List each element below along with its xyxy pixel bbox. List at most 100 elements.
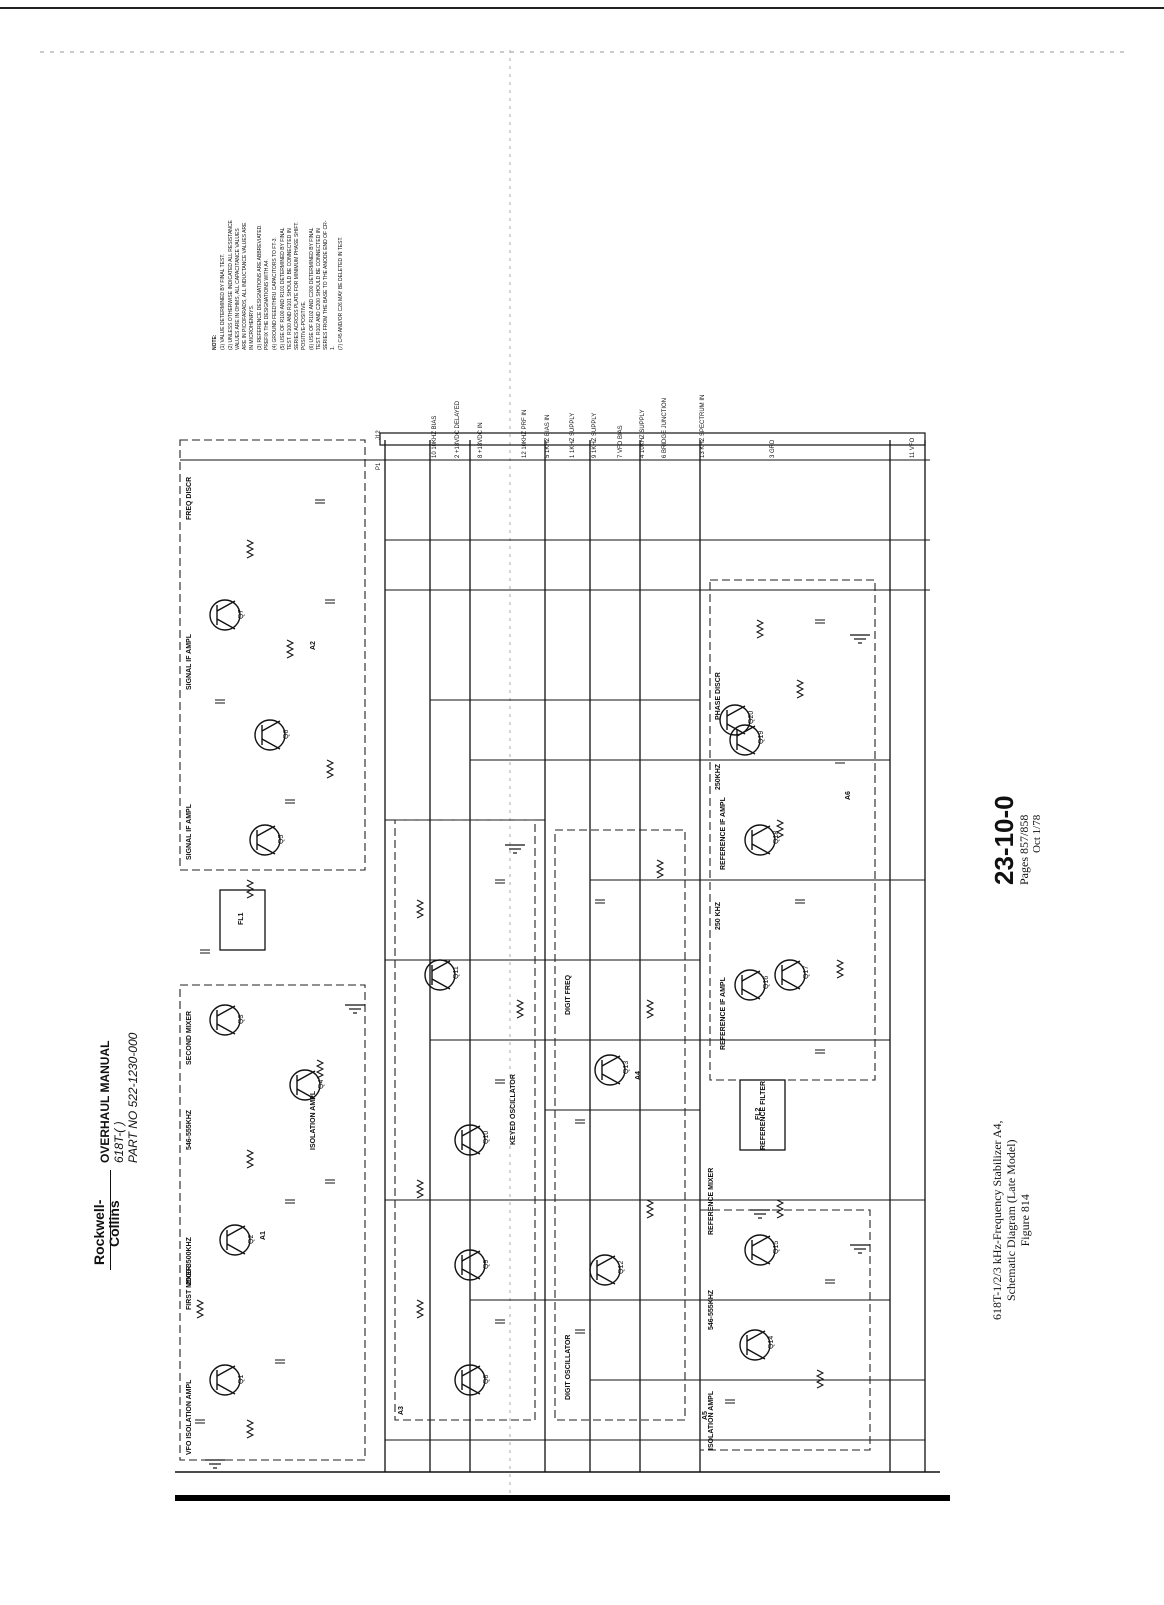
board-a5-outline xyxy=(699,1209,871,1451)
brand-divider xyxy=(110,1170,111,1270)
ground-symbol xyxy=(850,634,870,644)
transistor-label: Q8 xyxy=(483,1375,490,1384)
transistor-label: Q13 xyxy=(623,1061,630,1074)
ground-symbol xyxy=(505,844,525,854)
block-label-isolation-amp-a5: ISOLATION AMPL xyxy=(708,1390,715,1450)
board-a4-outline xyxy=(554,829,686,1421)
figure-caption: 618T-1/2/3 kHz-Frequency Stabilizer A4, … xyxy=(990,1120,1032,1320)
transistor: Q17 xyxy=(774,959,810,991)
pin-label: +18VDC IN xyxy=(478,422,484,453)
section-number: 23-10-0 xyxy=(989,795,1019,885)
block-label-ref-if-2: REFERENCE IF AMPL xyxy=(720,797,727,870)
transistor: Q11 xyxy=(424,959,460,991)
transistor: Q12 xyxy=(589,1254,625,1286)
block-label-freq-250: 250 KHZ xyxy=(715,901,722,930)
ref-filter-box xyxy=(739,1079,786,1151)
note-item: (5) USE OF R100 AND R101 DETERMINED BY F… xyxy=(280,221,307,350)
pin-number: 2 xyxy=(455,452,461,458)
block-label-board-a3: A3 xyxy=(398,1406,405,1415)
connector-pin: 6 BRIDGE JUNCTION xyxy=(662,398,668,458)
resistor xyxy=(245,1149,255,1169)
connector-pin: 13 KHZ SPECTRUM IN xyxy=(700,395,706,458)
board-a1-outline xyxy=(179,984,366,1461)
pin-label: VFO xyxy=(910,437,916,451)
connector-label: J12 xyxy=(376,430,382,440)
pin-label: 10KHZ BIAS xyxy=(432,415,438,450)
block-label-freq-546: 546-555KHZ xyxy=(708,1289,715,1330)
resistor xyxy=(245,879,255,899)
ground-symbol xyxy=(205,1459,225,1469)
transistor-group: Q1Q2Q3Q4Q5Q6Q7Q8Q9Q10Q11Q12Q13Q14Q15Q16Q… xyxy=(209,599,810,1396)
connector-pin: 3 GRD xyxy=(770,440,776,458)
board-outlines xyxy=(179,439,876,1461)
pin-label: 1KHZ SUPPLY xyxy=(570,412,576,453)
transistor: Q10 xyxy=(454,1124,490,1156)
block-label-fl2: FL2 xyxy=(755,1107,762,1120)
page-reference: 23-10-0 Pages 857/858 Oct 1/78 xyxy=(989,795,1044,885)
fl1-box xyxy=(219,889,266,951)
block-label-signal-if-2: SIGNAL IF AMPL xyxy=(186,634,193,690)
connector-strip xyxy=(379,432,926,446)
transistor: Q5 xyxy=(249,824,285,856)
resistor xyxy=(755,619,765,639)
resistor xyxy=(415,1299,425,1319)
transistor-label: Q5 xyxy=(278,835,285,844)
resistor xyxy=(775,1199,785,1219)
transistor-label: Q1 xyxy=(238,1375,245,1384)
pin-number: 12 xyxy=(522,449,528,458)
block-label-second-mixer: SECOND MIXER xyxy=(186,1010,193,1065)
connector-pin: 4 10KHZ SUPPLY xyxy=(640,409,646,458)
transistor-label: Q12 xyxy=(618,1261,625,1274)
transistor-label: Q4 xyxy=(318,1080,325,1089)
block-label-freq-250b: 250KHZ xyxy=(715,763,722,790)
transistor: Q14 xyxy=(739,1329,775,1361)
resistor xyxy=(835,959,845,979)
pin-label: 1KHZ SUPPLY xyxy=(592,412,598,453)
pin-label: 10KHZ SUPPLY xyxy=(640,409,646,453)
block-label-isolation-amp: ISOLATION AMPL xyxy=(310,1090,317,1150)
resistor xyxy=(315,1059,325,1079)
transistor-label: Q17 xyxy=(803,966,810,979)
block-label-ref-if-1: REFERENCE IF AMPL xyxy=(720,977,727,1050)
block-label-board-a2: A2 xyxy=(310,641,317,650)
ground-symbols xyxy=(205,634,870,1469)
transistor-label: Q6 xyxy=(283,730,290,739)
ground-bus-bar xyxy=(175,1495,950,1501)
pin-label: KHZ SPECTRUM IN xyxy=(700,394,706,450)
board-a3-outline xyxy=(394,819,536,1421)
page-date: Oct 1/78 xyxy=(1031,814,1043,853)
resistor xyxy=(285,639,295,659)
pin-label: 10KHZ PRF IN xyxy=(522,409,528,450)
resistor xyxy=(645,1199,655,1219)
transistor-label: Q15 xyxy=(773,1241,780,1254)
note-item: (3) REFERENCE DESIGNATIONS ARE ABBREVIAT… xyxy=(257,224,270,350)
transistor: Q16 xyxy=(734,969,770,1001)
block-label-ref-mixer: REFERENCE MIXER xyxy=(708,1167,715,1235)
pin-number: 13 xyxy=(700,449,706,458)
transistor-label: Q20 xyxy=(748,711,755,724)
transistor-label: Q2 xyxy=(248,1235,255,1244)
transistor: Q6 xyxy=(254,719,290,751)
connector-pin: 8 +18VDC IN xyxy=(478,422,484,458)
brand-line1: Rockwell- xyxy=(91,1199,107,1265)
transistor-label: Q10 xyxy=(483,1131,490,1144)
caption-line1: 618T-1/2/3 kHz-Frequency Stabilizer A4, xyxy=(990,1120,1004,1320)
transistor-label: Q7 xyxy=(238,610,245,619)
transistor: Q1 xyxy=(209,1364,245,1396)
resistor xyxy=(245,539,255,559)
manual-part-no: PART NO 522-1230-000 xyxy=(126,1032,140,1163)
connector-pin: 2 +18VDC DELAYED xyxy=(455,401,461,458)
board-a2-outline xyxy=(179,439,366,871)
passive-components xyxy=(195,499,845,1439)
pin-label: 1KHZ BIAS IN xyxy=(545,414,551,453)
connector-pin: 7 VFO BIAS xyxy=(618,425,624,458)
pin-number: 7 xyxy=(618,452,624,458)
block-label-fl1: FL1 xyxy=(238,912,245,925)
pin-number: 3 xyxy=(770,452,776,458)
transistor: Q13 xyxy=(594,1054,630,1086)
manual-title-block: OVERHAUL MANUAL 618T-( ) PART NO 522-123… xyxy=(98,1033,140,1163)
note-item: (7) C45 AND/OR C26 MAY BE DELETED IN TES… xyxy=(338,236,344,350)
pin-number: 11 xyxy=(910,450,916,458)
